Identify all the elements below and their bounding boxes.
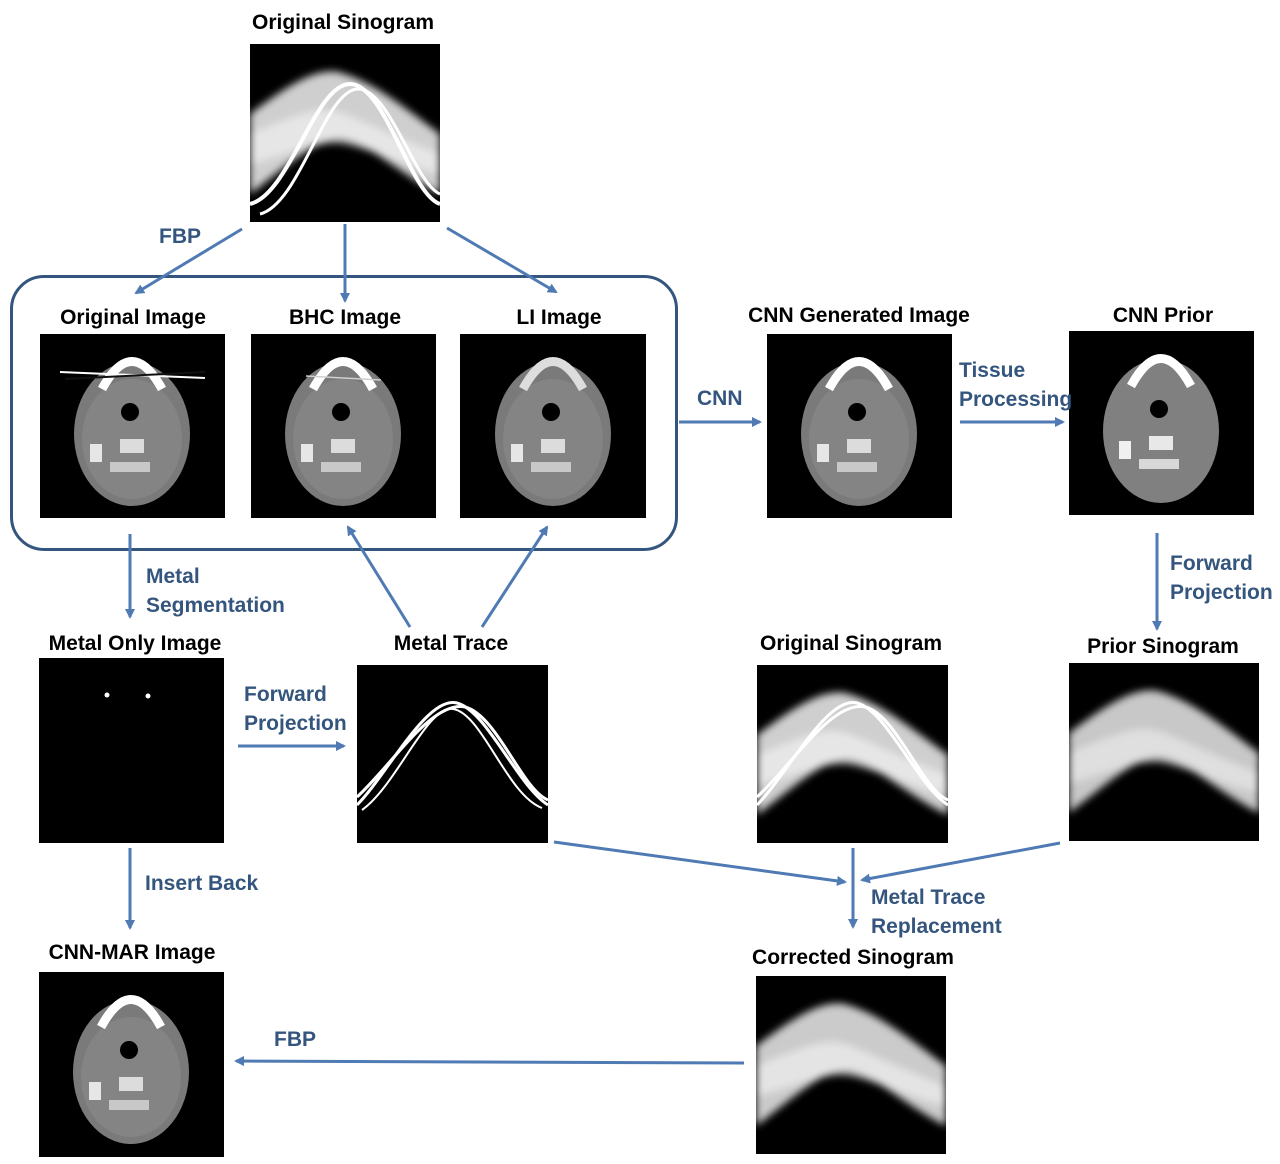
metal-only-image-panel: [39, 658, 224, 843]
cnn-prior-panel: [1069, 331, 1254, 515]
title-bhc-image: BHC Image: [288, 306, 402, 329]
arrow-prior-sinogram-to-replacement: [860, 841, 1061, 884]
title-cnn-prior: CNN Prior: [1112, 304, 1214, 327]
edge-label-metal-trace-replacement-line1: Metal Trace: [871, 886, 986, 909]
edge-label-forward-projection-left-line1: Forward: [244, 683, 327, 706]
original-sinogram-top-panel: [250, 44, 440, 222]
li-image-panel: [460, 334, 646, 518]
edge-label-forward-projection-right-line1: Forward: [1170, 552, 1253, 575]
title-metal-only-image: Metal Only Image: [48, 632, 222, 655]
edge-label-forward-projection-right-line2: Projection: [1170, 581, 1273, 604]
title-original-image: Original Image: [60, 306, 206, 329]
cnn-mar-image-panel: [39, 972, 224, 1157]
title-li-image: LI Image: [516, 306, 602, 329]
title-cnn-generated-image: CNN Generated Image: [748, 304, 970, 327]
edge-label-cnn: CNN: [697, 387, 743, 410]
title-corrected-sinogram: Corrected Sinogram: [752, 946, 954, 969]
edge-label-insert-back: Insert Back: [145, 872, 259, 895]
edge-label-forward-projection-left: Forward Projection: [244, 680, 347, 738]
edge-label-metal-segmentation-line1: Metal: [146, 565, 200, 588]
original-image-panel: [40, 334, 225, 518]
title-prior-sinogram: Prior Sinogram: [1087, 635, 1239, 658]
edge-label-forward-projection-left-line2: Projection: [244, 712, 347, 735]
edge-label-metal-segmentation-line2: Segmentation: [146, 594, 285, 617]
edge-label-tissue-processing-line1: Tissue: [959, 359, 1026, 382]
edge-label-metal-trace-replacement-line2: Replacement: [871, 915, 1002, 938]
corrected-sinogram-panel: [756, 976, 946, 1154]
title-original-sinogram-mid: Original Sinogram: [759, 632, 943, 655]
edge-label-forward-projection-right: Forward Projection: [1170, 549, 1273, 607]
title-original-sinogram-top: Original Sinogram: [251, 11, 435, 34]
edge-label-metal-segmentation: Metal Segmentation: [146, 562, 285, 620]
bhc-image-panel: [251, 334, 436, 518]
edge-label-metal-trace-replacement: Metal Trace Replacement: [871, 883, 1002, 941]
arrow-metal-trace-to-replacement: [553, 840, 847, 886]
original-sinogram-mid-panel: [757, 665, 948, 843]
title-metal-trace: Metal Trace: [393, 632, 509, 655]
edge-label-tissue-processing: Tissue Processing: [959, 356, 1072, 414]
prior-sinogram-panel: [1069, 663, 1259, 841]
title-cnn-mar-image: CNN-MAR Image: [48, 941, 216, 964]
edge-label-fbp-top: FBP: [159, 225, 201, 248]
edge-label-fbp-bottom: FBP: [274, 1028, 316, 1051]
arrow-corrected-to-cnn-mar: [234, 1056, 745, 1067]
edge-label-tissue-processing-line2: Processing: [959, 388, 1073, 411]
cnn-generated-image-panel: [767, 334, 952, 518]
metal-trace-panel: [357, 665, 548, 843]
